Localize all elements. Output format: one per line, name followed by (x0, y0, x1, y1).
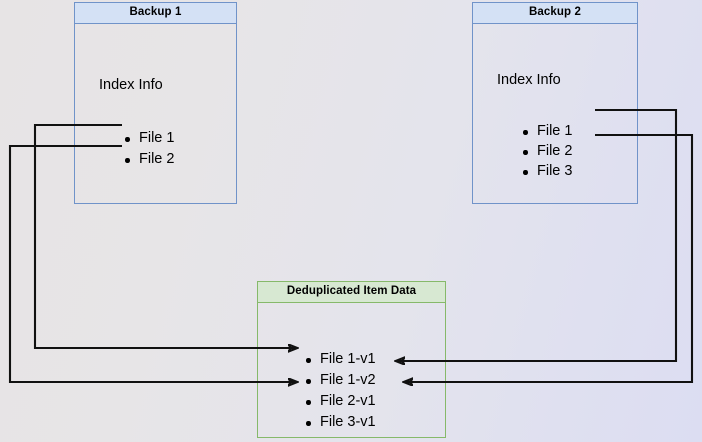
node-deduplicated-item-data[interactable]: Deduplicated Item Data File 1-v1 File 1-… (257, 281, 446, 438)
dedup-item[interactable]: File 3-v1 (306, 412, 376, 433)
backup-1-file-item[interactable]: File 2 (125, 149, 174, 170)
backup-2-file-item[interactable]: File 1 (523, 121, 572, 141)
node-deduplicated-item-data-title: Deduplicated Item Data (258, 282, 445, 303)
backup-2-index-info-label: Index Info (497, 72, 561, 88)
node-backup-1-body: Index Info File 1 File 2 (75, 24, 236, 203)
dedup-item[interactable]: File 2-v1 (306, 391, 376, 412)
dedup-item-list: File 1-v1 File 1-v2 File 2-v1 File 3-v1 (306, 349, 376, 433)
node-backup-2-title: Backup 2 (473, 3, 637, 24)
backup-1-file-list: File 1 File 2 (125, 128, 174, 170)
backup-2-file-list: File 1 File 2 File 3 (523, 121, 572, 181)
node-backup-2[interactable]: Backup 2 Index Info File 1 File 2 File 3 (472, 2, 638, 204)
backup-2-file-item[interactable]: File 2 (523, 141, 572, 161)
backup-2-file-item[interactable]: File 3 (523, 161, 572, 181)
node-backup-1-title: Backup 1 (75, 3, 236, 24)
backup-1-file-item[interactable]: File 1 (125, 128, 174, 149)
node-backup-2-body: Index Info File 1 File 2 File 3 (473, 24, 637, 203)
dedup-item[interactable]: File 1-v2 (306, 370, 376, 391)
backup-1-index-info-label: Index Info (99, 77, 163, 93)
dedup-item[interactable]: File 1-v1 (306, 349, 376, 370)
node-backup-1[interactable]: Backup 1 Index Info File 1 File 2 (74, 2, 237, 204)
node-deduplicated-item-data-body: File 1-v1 File 1-v2 File 2-v1 File 3-v1 (258, 303, 445, 437)
